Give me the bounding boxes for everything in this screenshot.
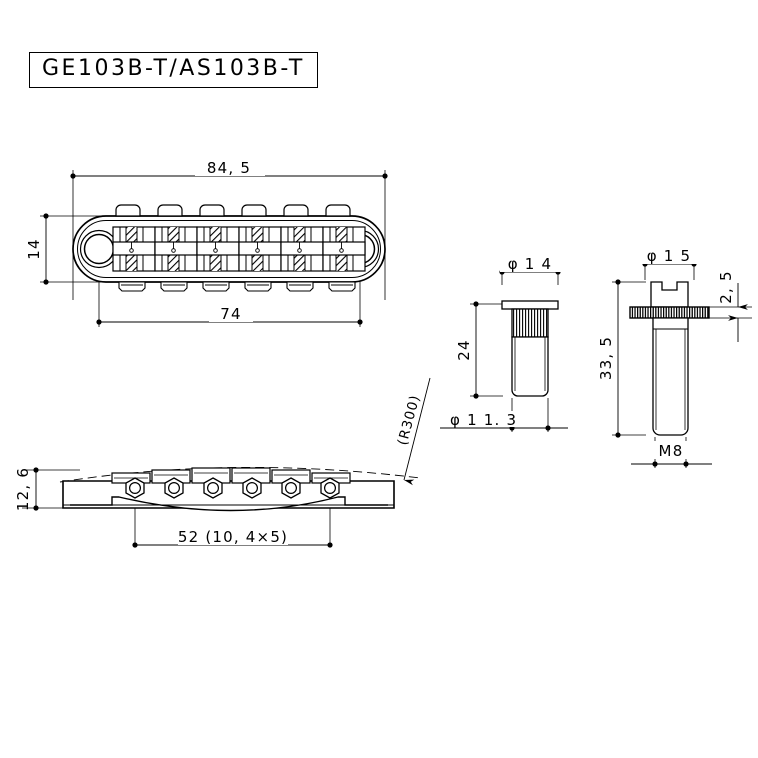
dim-label-body-width: 14: [25, 238, 43, 260]
radius-callout-r300: (R300): [395, 377, 431, 486]
dim-bushing-length: 24: [455, 301, 479, 399]
dim-thumbwheel-thickness: 2, 5: [717, 270, 748, 342]
post-body: [629, 281, 710, 436]
post-detail-view: φ 1 5 33, 5 2, 5 M8: [597, 247, 752, 468]
bridge-body-side: [62, 480, 395, 512]
dim-body-height: 12, 6: [14, 467, 39, 511]
dim-label-bushing-bottom-diameter: φ 1 1. 3: [450, 411, 517, 429]
saddle-top-2: [154, 204, 198, 292]
saddle-top-6: [322, 204, 366, 292]
hex-nut-2: [164, 477, 184, 499]
dim-post-head-diameter: φ 1 5: [639, 247, 701, 267]
bushing-body: [501, 300, 559, 397]
side-view: 12, 6 52 (10, 4×5) (R300): [14, 377, 431, 548]
radius-arc-r300: [59, 466, 421, 483]
dim-label-thumbwheel-thickness: 2, 5: [717, 270, 735, 303]
dim-label-body-height: 12, 6: [14, 467, 32, 511]
dim-bushing-bottom-diameter: φ 1 1. 3: [440, 411, 568, 431]
saddle-group-top: [112, 204, 366, 292]
saddle-top-1: [112, 204, 156, 292]
hex-nut-3: [203, 477, 223, 499]
top-view: 84, 5 14 74: [25, 159, 388, 327]
dim-label-thread-spec: M8: [659, 442, 684, 460]
dim-bushing-top-diameter: φ 1 4: [499, 255, 562, 275]
hex-nut-1: [125, 477, 145, 499]
hex-nut-5: [281, 477, 301, 499]
hex-nut-group: [125, 477, 340, 499]
dim-body-width: 14: [25, 213, 49, 285]
post-hole-left: [79, 229, 119, 269]
dim-post-length: 33, 5: [597, 279, 621, 438]
dim-label-post-spacing: 74: [220, 305, 242, 323]
hex-nut-4: [242, 477, 262, 499]
dim-label-post-head-diameter: φ 1 5: [647, 247, 692, 265]
dim-saddle-spacing: 52 (10, 4×5): [132, 527, 333, 548]
dim-label-bushing-top-diameter: φ 1 4: [508, 255, 553, 273]
saddle-top-5: [280, 204, 324, 292]
dim-label-bushing-length: 24: [455, 339, 473, 361]
saddle-top-3: [196, 204, 240, 292]
hex-nut-6: [320, 477, 340, 499]
dim-thread-spec: M8: [631, 441, 712, 467]
dim-overall-length: 84, 5: [70, 159, 388, 179]
drawing-title: GE103B-T/AS103B-T: [29, 52, 318, 88]
dim-label-overall-length: 84, 5: [207, 159, 251, 177]
dim-post-spacing: 74: [96, 305, 363, 325]
saddle-top-4: [238, 204, 282, 292]
bushing-detail-view: φ 1 4 24 φ 1 1. 3: [440, 255, 568, 432]
dim-label-post-length: 33, 5: [597, 336, 615, 380]
dim-label-saddle-spacing: 52 (10, 4×5): [178, 528, 288, 546]
